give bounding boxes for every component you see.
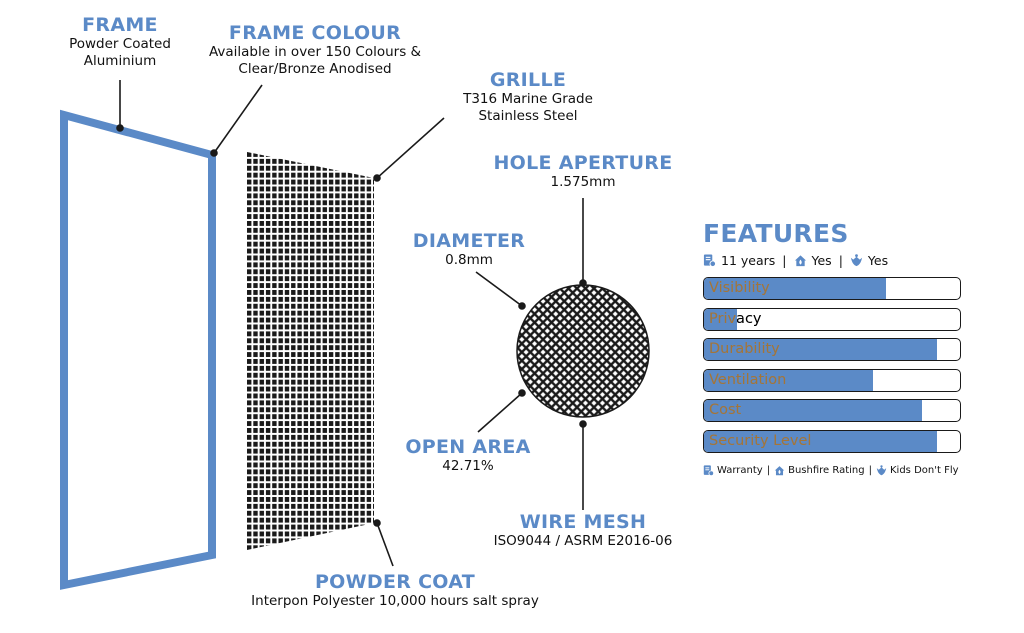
grille-title: GRILLE bbox=[489, 69, 567, 91]
feature-bar-label: Security Level bbox=[709, 432, 812, 449]
open-area-value: 42.71% bbox=[442, 458, 494, 474]
legend-kids: Kids Don't Fly bbox=[890, 464, 959, 476]
hole-aperture-title: HOLE APERTURE bbox=[493, 152, 673, 174]
bushfire-icon bbox=[794, 254, 806, 266]
frame-outline bbox=[60, 109, 216, 590]
frame-colour-title: FRAME COLOUR bbox=[228, 22, 402, 44]
grille-label: GRILLE T316 Marine Grade Stainless Steel bbox=[448, 69, 608, 125]
wire-mesh-circle bbox=[517, 285, 649, 417]
bushfire-icon bbox=[774, 466, 785, 476]
features-summary: 11 years | Yes | Yes bbox=[703, 251, 965, 269]
open-area-title: OPEN AREA bbox=[405, 436, 531, 458]
feature-bar-label: Privacy bbox=[709, 310, 762, 327]
feature-bar-visibility: Visibility bbox=[703, 277, 961, 300]
frame-title: FRAME bbox=[82, 14, 158, 36]
frame-label: FRAME Powder Coated Aluminium bbox=[55, 14, 185, 70]
feature-bar-durability: Durability bbox=[703, 338, 961, 362]
grille-leader bbox=[376, 117, 445, 179]
feature-bar-fill bbox=[704, 339, 937, 361]
feature-bar-label: Ventilation bbox=[709, 371, 787, 388]
feature-bar-ventilation: Ventilation bbox=[703, 368, 961, 392]
feature-bar-security-level: Security Level bbox=[703, 429, 961, 453]
feature-bar-privacy: Privacy bbox=[703, 307, 961, 331]
feature-bars: Visibility Privacy Durability Ventilatio… bbox=[703, 277, 965, 453]
feature-bar-fill bbox=[704, 400, 922, 422]
kids-dont-fly-icon bbox=[850, 253, 862, 266]
frame-line1: Powder Coated bbox=[69, 36, 171, 52]
wire-mesh-title: WIRE MESH bbox=[519, 511, 647, 533]
diameter-value: 0.8mm bbox=[445, 252, 493, 268]
frame-colour-leader bbox=[213, 84, 263, 154]
feature-bar-cost: Cost bbox=[703, 399, 961, 423]
feature-bar-fill bbox=[704, 430, 937, 452]
powder-coat-label: POWDER COAT Interpon Polyester 10,000 ho… bbox=[235, 571, 555, 610]
legend-separator: | bbox=[766, 464, 771, 476]
warranty-icon bbox=[703, 253, 716, 267]
warranty-icon bbox=[703, 465, 714, 476]
frame-colour-line2: Clear/Bronze Anodised bbox=[238, 61, 392, 77]
feature-bar-label: Cost bbox=[709, 402, 742, 419]
wire-mesh-value: ISO9044 / ASRM E2016-06 bbox=[493, 533, 673, 549]
summary-separator-2: | bbox=[838, 252, 843, 268]
grille-mesh bbox=[247, 152, 374, 550]
diameter-title: DIAMETER bbox=[412, 230, 526, 252]
summary-separator: | bbox=[782, 252, 787, 268]
frame-line2: Aluminium bbox=[83, 53, 157, 69]
frame-colour-label: FRAME COLOUR Available in over 150 Colou… bbox=[200, 22, 430, 78]
feature-bar-label: Visibility bbox=[709, 280, 770, 296]
powder-coat-title: POWDER COAT bbox=[314, 571, 476, 593]
open-area-label: OPEN AREA 42.71% bbox=[403, 436, 533, 475]
hole-aperture-value: 1.575mm bbox=[550, 174, 616, 190]
diameter-label: DIAMETER 0.8mm bbox=[410, 230, 528, 269]
powder-coat-leader bbox=[376, 522, 394, 567]
warranty-value: 11 years bbox=[721, 252, 776, 268]
feature-bar-fill bbox=[704, 278, 886, 299]
legend-warranty: Warranty bbox=[717, 464, 763, 476]
feature-bar-fill bbox=[704, 369, 873, 391]
kids-dont-fly-icon bbox=[876, 465, 887, 476]
grille-line1: T316 Marine Grade bbox=[463, 91, 593, 107]
hole-aperture-label: HOLE APERTURE 1.575mm bbox=[493, 152, 673, 191]
powder-coat-value: Interpon Polyester 10,000 hours salt spr… bbox=[251, 593, 539, 609]
feature-bar-fill bbox=[704, 308, 738, 330]
kids-value: Yes bbox=[867, 252, 889, 268]
diameter-leader bbox=[475, 271, 523, 307]
open-area-leader bbox=[477, 392, 523, 433]
features-title: FEATURES bbox=[703, 219, 849, 248]
bushfire-value: Yes bbox=[811, 252, 832, 268]
features-panel: FEATURES 11 years | Yes | Yes Visibility… bbox=[703, 220, 965, 476]
wire-mesh-label: WIRE MESH ISO9044 / ASRM E2016-06 bbox=[473, 511, 693, 550]
feature-bar-label: Durability bbox=[709, 341, 780, 358]
features-legend: Warranty | Bushfire Rating | Kids Don't … bbox=[703, 465, 965, 476]
grille-line2: Stainless Steel bbox=[478, 108, 578, 124]
legend-separator-2: | bbox=[868, 464, 872, 476]
frame-colour-line1: Available in over 150 Colours & bbox=[208, 44, 422, 60]
legend-bushfire: Bushfire Rating bbox=[788, 464, 865, 476]
